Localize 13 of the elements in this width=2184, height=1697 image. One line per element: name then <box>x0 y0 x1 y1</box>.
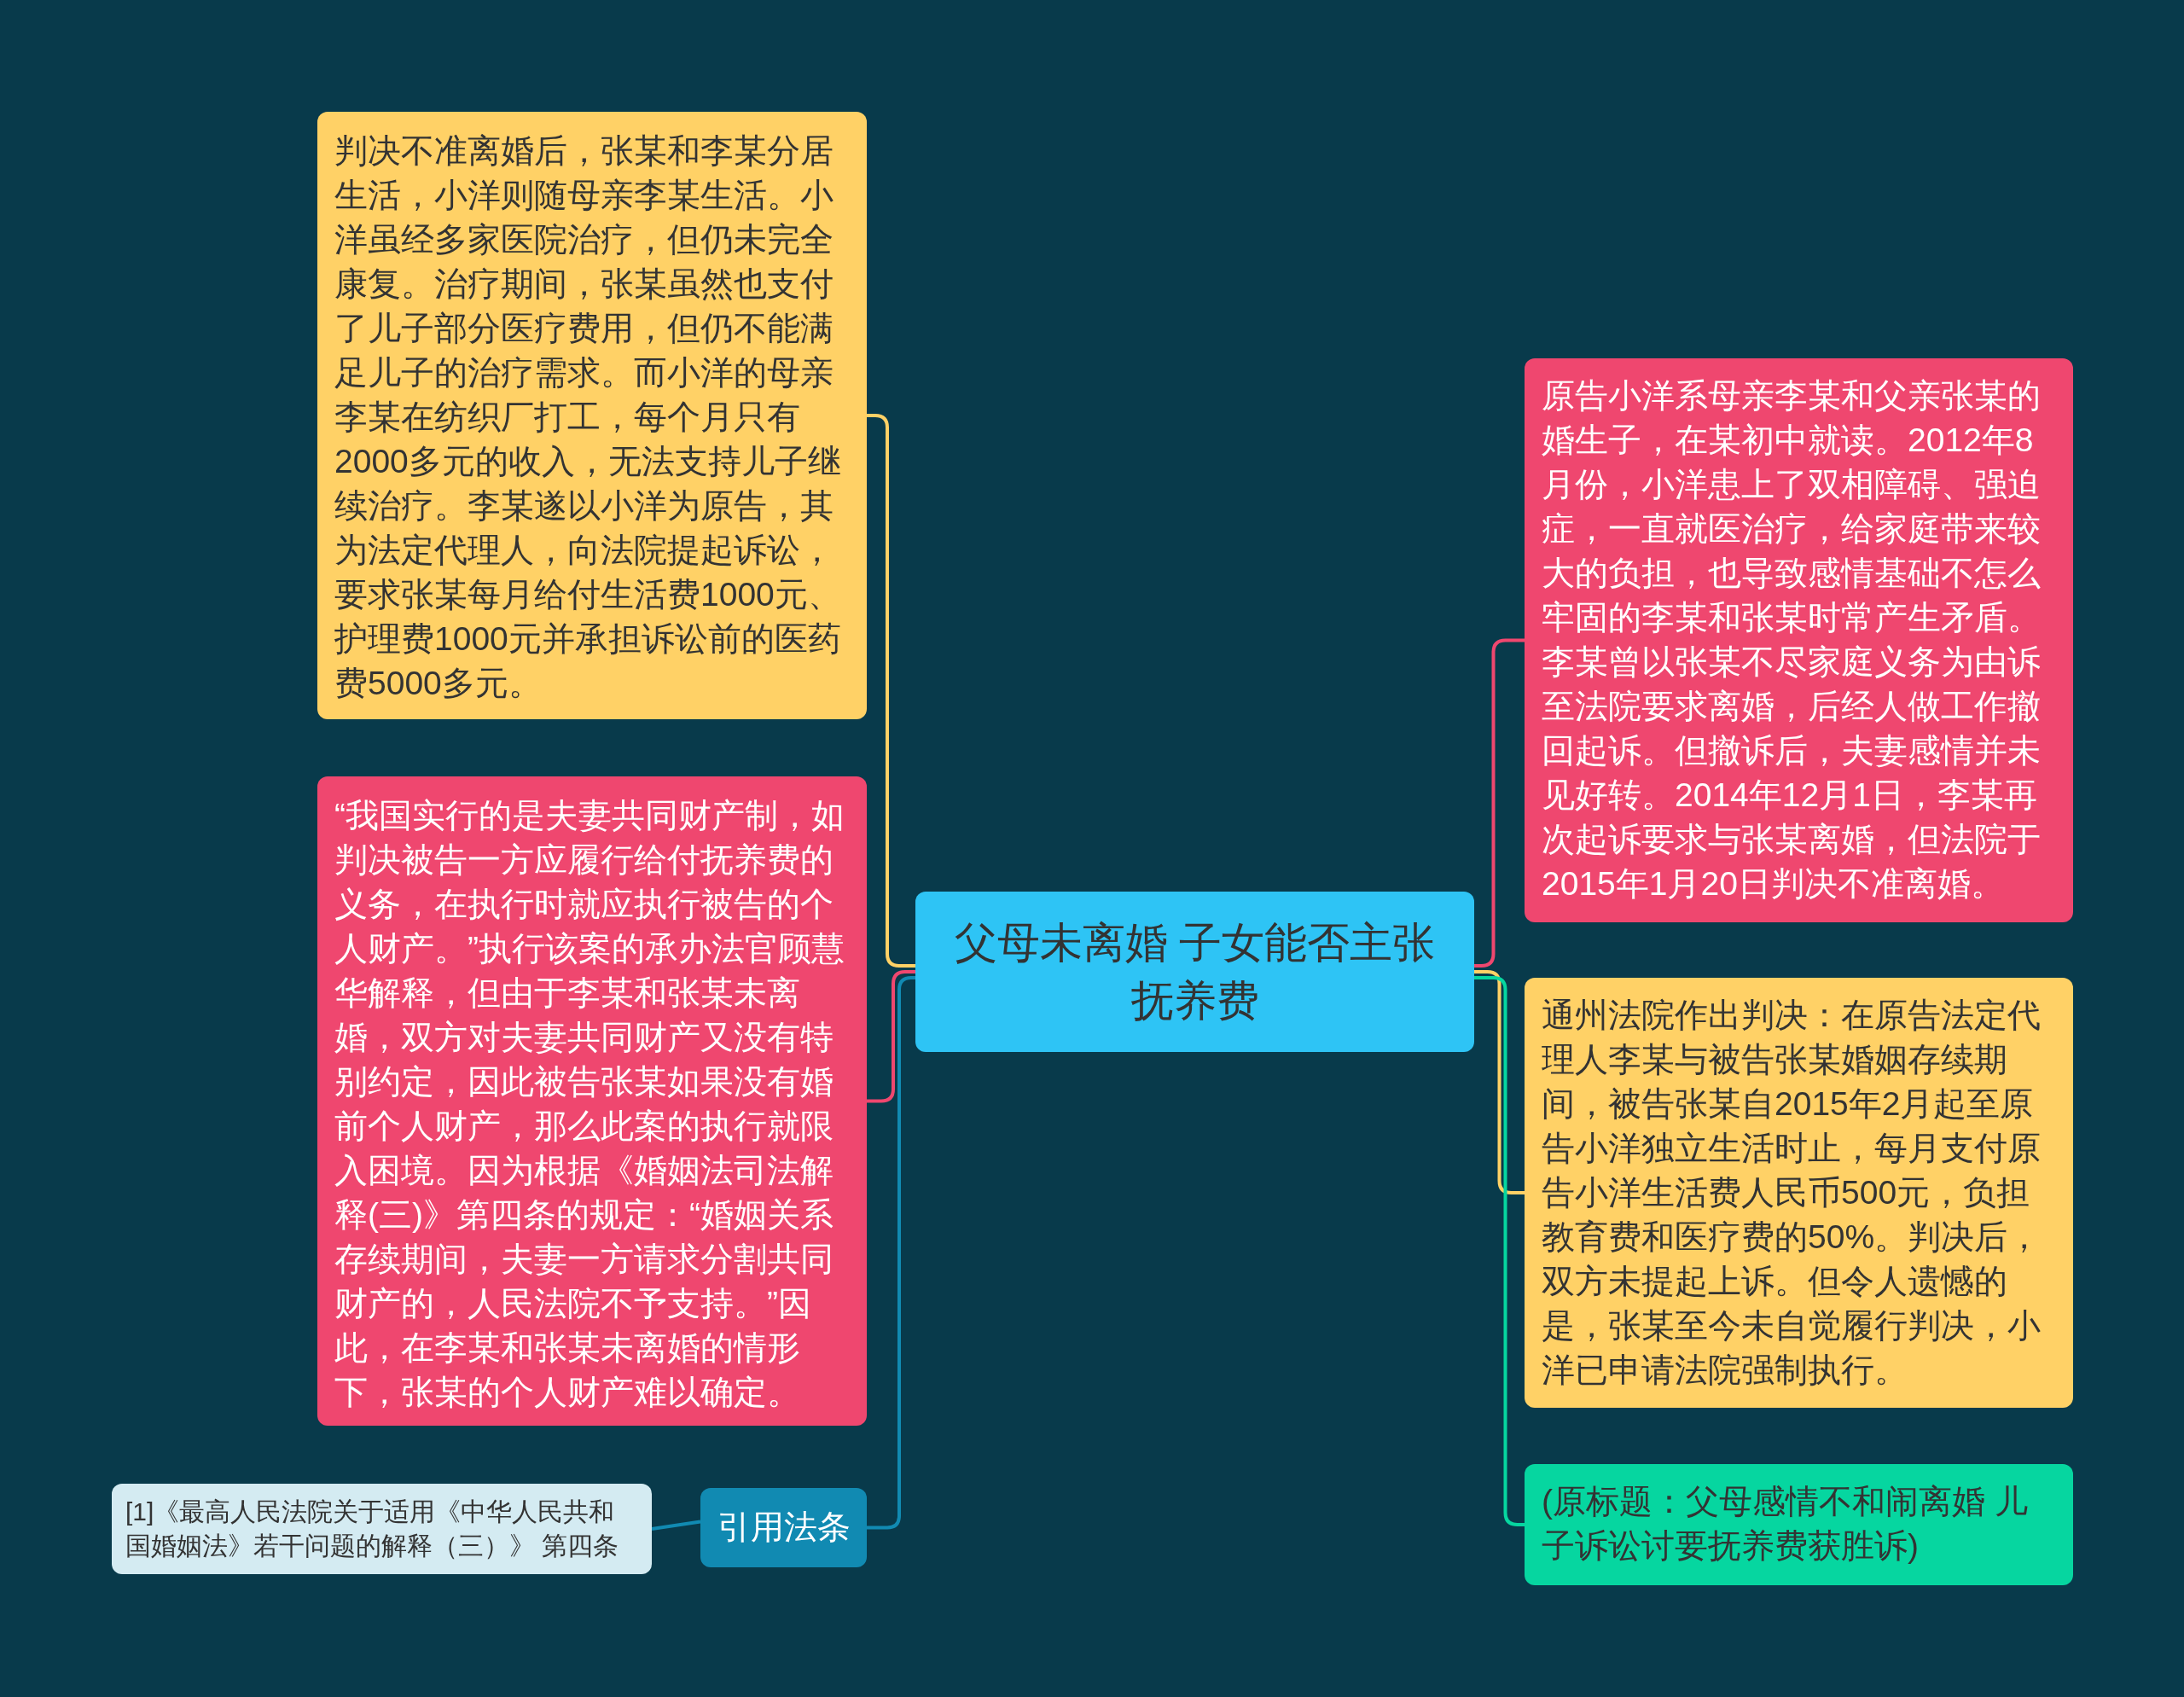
connector-line <box>867 970 915 1103</box>
text-box: “我国实行的是夫妻共同财产制，如判决被告一方应履行给付抚养费的义务，在执行时就应执行被告的个人财产。”执行该案的承办法官顾慧华解释，但由于李某和张某未离婚，双方对夫妻共同财产又没有特别约定，因此被告张某如果没有婚前个人财产，那么此案的执行就限入困境。因为根据《婚姻法司法解释(三)》第四条的规定：“婚姻关系存续期间，夫妻一方请求分割共同财产的，人民法院不予支持。”因此，在李某和张某未离婚的情形下，张某的个人财产难以确定。 <box>317 776 867 1426</box>
text-box: 判决不准离婚后，张某和李某分居生活，小洋则随母亲李某生活。小洋虽经多家医院治疗，但仍未完全康复。治疗期间，张某虽然也支付了儿子部分医疗费用，但仍不能满足儿子的治疗需求。而小洋的母亲李某在纺织厂打工，每个月只有2000多元的收入，无法支持儿子继续治疗。李某遂以小洋为原告，其为法定代理人，向法院提起诉讼，要求张某每月给付生活费1000元、护理费1000元并承担诉讼前的医药费5000多元。 <box>317 112 867 719</box>
connector-line <box>651 1520 701 1531</box>
text-box: (原标题：父母感情不和闹离婚 儿子诉讼讨要抚养费获胜诉) <box>1525 1464 2073 1585</box>
text-box: 通州法院作出判决：在原告法定代理人李某与被告张某婚姻存续期间，被告张某自2015年2月起至原告小洋独立生活时止，每月支付原告小洋生活费人民币500元，负担教育费和医疗费的50%。判决后，双方未提起上诉。但令人遗憾的是，张某至今未自觉履行判决，小洋已申请法院强制执行。 <box>1525 978 2073 1408</box>
connector-line <box>1474 970 1525 1194</box>
topic-box: 引用法条 <box>700 1488 867 1567</box>
topic-box: 父母未离婚 子女能否主张抚养费 <box>915 892 1474 1052</box>
connector-line <box>867 414 915 968</box>
connector-line <box>1474 976 1525 1526</box>
reference-box: [1]《最高人民法院关于适用《中华人民共和国婚姻法》若干问题的解释（三）》 第四条 <box>112 1484 652 1574</box>
text-box: 原告小洋系母亲李某和父亲张某的婚生子，在某初中就读。2012年8月份，小洋患上了双相障碍、强迫症，一直就医治疗，给家庭带来较大的负担，也导致感情基础不怎么牢固的李某和张某时常产生矛盾。李某曾以张某不尽家庭义务为由诉至法院要求离婚，后经人做工作撤回起诉。但撤诉后，夫妻感情并未见好转。2014年12月1日，李某再次起诉要求与张某离婚，但法院于2015年1月20日判决不准离婚。 <box>1525 358 2073 922</box>
